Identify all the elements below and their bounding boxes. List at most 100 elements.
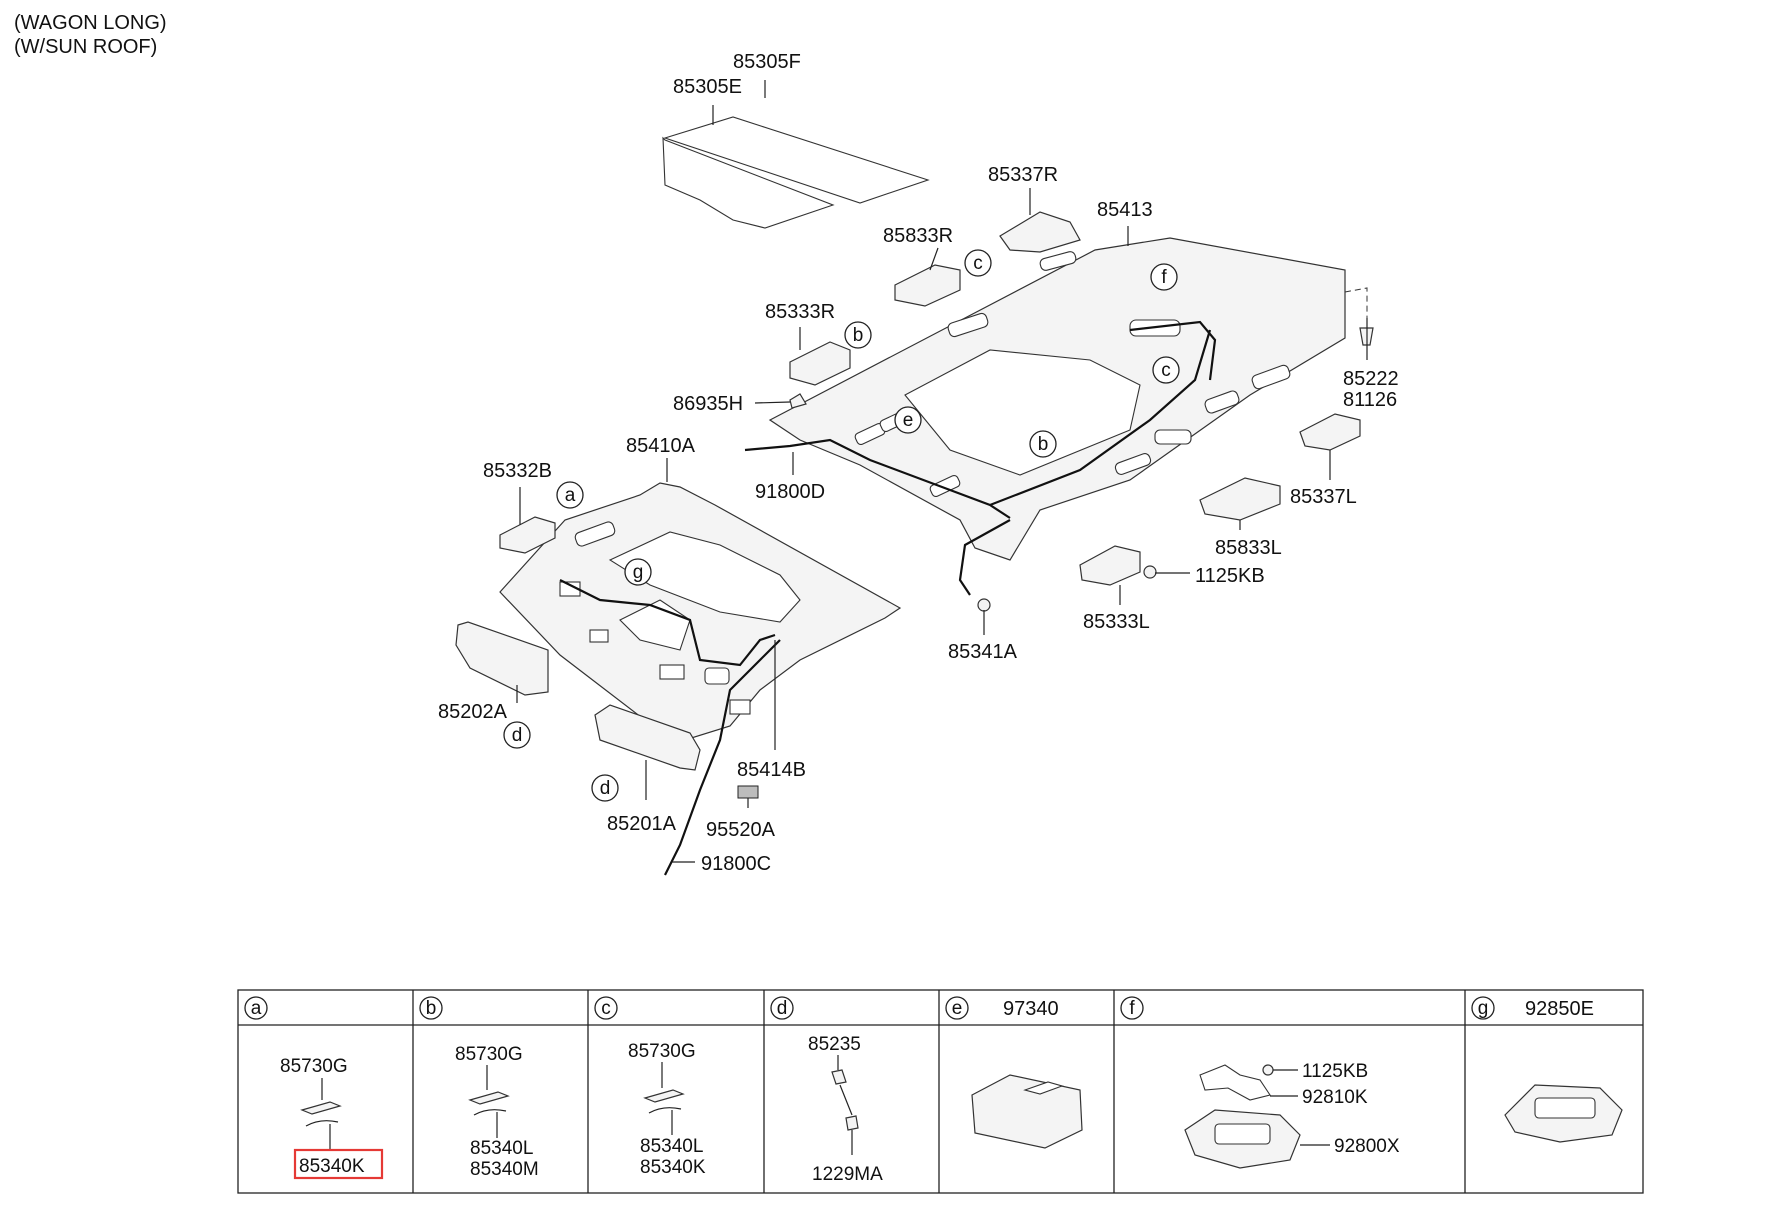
marker-g-1: g — [624, 558, 652, 586]
part-1125KB-f: 1125KB — [1302, 1061, 1368, 1082]
marker-d-1: d — [503, 721, 531, 749]
table-col-c: 85730G 85340L 85340K — [628, 1041, 706, 1178]
svg-text:b: b — [853, 325, 864, 346]
part-85340M-b: 85340M — [470, 1159, 539, 1180]
table-header-g: 92850E — [1525, 998, 1594, 1020]
marker-c-2: c — [1152, 356, 1180, 384]
wire-91800C — [664, 639, 781, 876]
label-86935H: 86935H — [673, 393, 743, 415]
table-marker-e: e — [945, 996, 969, 1020]
label-85341A: 85341A — [948, 641, 1018, 663]
table-marker-f: f — [1120, 996, 1144, 1020]
bracket-85332B — [499, 516, 556, 554]
bracket-85333L — [1079, 545, 1141, 586]
wire-91800D — [744, 438, 1011, 519]
svg-text:c: c — [973, 253, 983, 274]
label-85305E: 85305E — [673, 76, 742, 98]
table-marker-d: d — [770, 996, 794, 1020]
svg-text:d: d — [512, 725, 523, 746]
label-85333R: 85333R — [765, 301, 835, 323]
table-col-f: 1125KB 92810K 92800X — [1184, 1061, 1400, 1169]
header-line-1: (WAGON LONG) — [14, 12, 167, 34]
svg-text:d: d — [777, 998, 788, 1019]
table-marker-b: b — [419, 996, 443, 1020]
svg-text:a: a — [565, 485, 576, 506]
label-91800D: 91800D — [755, 481, 825, 503]
headliner-85410A — [499, 482, 902, 741]
svg-text:c: c — [1161, 360, 1171, 381]
part-85730G-c: 85730G — [628, 1041, 696, 1062]
table-marker-a: a — [244, 996, 268, 1020]
label-85222: 85222 — [1343, 368, 1399, 390]
table-header-e: 97340 — [1003, 998, 1059, 1020]
svg-text:g: g — [1478, 998, 1489, 1019]
svg-text:f: f — [1129, 998, 1135, 1019]
bracket-85833L — [1199, 477, 1281, 521]
highlight-box — [293, 1148, 384, 1180]
table-col-g — [1504, 1084, 1623, 1143]
leader-lines — [516, 80, 1368, 863]
label-85337R: 85337R — [988, 164, 1058, 186]
bracket-85833R — [894, 264, 961, 307]
table-col-b: 85730G 85340L 85340M — [455, 1044, 539, 1180]
table-marker-c: c — [594, 996, 618, 1020]
label-85413: 85413 — [1097, 199, 1153, 221]
table-col-e — [971, 1074, 1083, 1149]
marker-e-1: e — [894, 406, 922, 434]
part-1229MA-d: 1229MA — [812, 1164, 883, 1185]
sunvisor-85202A — [455, 621, 549, 696]
part-85730G-a: 85730G — [280, 1056, 348, 1077]
part-85340K-c: 85340K — [640, 1157, 706, 1178]
parts-table — [237, 989, 1644, 1194]
table-marker-g: g — [1471, 996, 1495, 1020]
svg-text:b: b — [1038, 434, 1049, 455]
marker-d-2: d — [591, 774, 619, 802]
svg-text:b: b — [426, 998, 437, 1019]
table-col-d: 85235 1229MA — [808, 1034, 883, 1185]
lamp-95520A — [737, 785, 759, 799]
label-85201A: 85201A — [607, 813, 677, 835]
bracket-85337L — [1299, 413, 1361, 451]
sunvisor-85201A — [594, 704, 701, 771]
marker-a-1: a — [556, 481, 584, 509]
label-85202A: 85202A — [438, 701, 508, 723]
bracket-85333R — [789, 341, 851, 386]
marker-c-1: c — [964, 249, 992, 277]
label-85414B: 85414B — [737, 759, 806, 781]
bracket-85337R — [999, 211, 1081, 253]
svg-text:d: d — [600, 778, 611, 799]
label-85337L: 85337L — [1290, 486, 1357, 508]
svg-text:f: f — [1161, 267, 1167, 288]
svg-text:e: e — [952, 998, 963, 1019]
headliner-85413 — [768, 237, 1346, 561]
label-91800C: 91800C — [701, 853, 771, 875]
part-92800X-f: 92800X — [1334, 1136, 1400, 1157]
part-85340L-b: 85340L — [470, 1138, 533, 1159]
clip-86935H — [789, 393, 807, 409]
label-81126: 81126 — [1343, 389, 1397, 411]
label-85305F: 85305F — [733, 51, 801, 73]
marker-b-2: b — [1029, 430, 1057, 458]
table-col-a: 85730G 85340K — [280, 1056, 384, 1180]
sunroof-trim-panels — [662, 116, 930, 229]
label-85833L: 85833L — [1215, 537, 1282, 559]
bolt-1125KB — [1143, 565, 1157, 579]
label-95520A: 95520A — [706, 819, 776, 841]
svg-text:c: c — [601, 998, 611, 1019]
callout-labels: 85305F 85305E 85337R 85413 85833R 85333R… — [438, 51, 1399, 875]
marker-b-1: b — [844, 321, 872, 349]
svg-text:a: a — [251, 998, 262, 1019]
marker-f-1: f — [1150, 263, 1178, 291]
label-1125KB: 1125KB — [1195, 565, 1265, 587]
label-85833R: 85833R — [883, 225, 953, 247]
label-85332B: 85332B — [483, 460, 552, 482]
svg-text:e: e — [903, 410, 914, 431]
part-85730G-b: 85730G — [455, 1044, 523, 1065]
label-85333L: 85333L — [1083, 611, 1150, 633]
header-line-2: (W/SUN ROOF) — [14, 36, 157, 58]
svg-text:g: g — [633, 562, 644, 583]
part-92810K-f: 92810K — [1302, 1087, 1368, 1108]
part-85340L-c: 85340L — [640, 1136, 703, 1157]
part-85340K-a: 85340K — [299, 1156, 365, 1177]
